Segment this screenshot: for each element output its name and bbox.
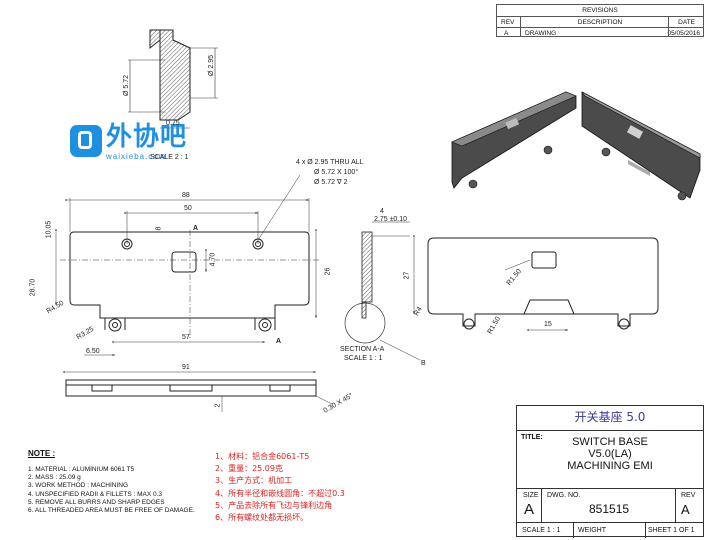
dim-hole-spacing: 50 xyxy=(184,205,192,212)
dim-height-26: 26 xyxy=(324,267,332,276)
dim-tab-offset: 6.50 xyxy=(86,348,100,355)
note-cn-item: 2、重量：25.09克 xyxy=(215,464,283,474)
dim-section-height: Ø 5.72 xyxy=(123,74,131,97)
date-header: DATE xyxy=(678,19,695,26)
dwg-value: 851515 xyxy=(589,502,630,516)
hole-callout-line3: Ø 5.72 ∇ 2 xyxy=(314,179,348,186)
note-cn-item: 5、产品去除所有飞边与锋利边角 xyxy=(215,500,333,510)
watermark-url: waixieba.com xyxy=(106,152,167,161)
title-line: SWITCH BASE xyxy=(572,436,648,448)
revisions-table: REVISIONS REV DESCRIPTION DATE A DRAWING… xyxy=(496,4,704,37)
dim-bottom-width: 91 xyxy=(182,364,190,371)
title-block: 开关基座 5.0 TITLE: SWITCH BASE V5.0(LA) MAC… xyxy=(516,405,704,538)
dim-sub-thickness: 2.75 ±0.10 xyxy=(374,216,408,223)
section-detail-view xyxy=(128,29,218,129)
note-cn-item: 6、所有螺纹处都无损坏。 xyxy=(215,513,309,523)
revisions-header-row: REV DESCRIPTION DATE xyxy=(497,16,703,28)
front-view xyxy=(69,231,310,332)
section-marker-top: A xyxy=(193,225,199,232)
dwg-label: DWG. NO. xyxy=(547,492,581,499)
section-a-a-scale: SCALE 1 : 1 xyxy=(344,355,383,362)
watermark-logo-icon xyxy=(70,125,102,157)
right-view xyxy=(427,237,659,330)
size-label: SIZE xyxy=(523,492,539,499)
notes-title: NOTE : xyxy=(28,449,56,458)
dim-bottom-step: 2 xyxy=(214,403,222,408)
section-detail-scale: SCALE 2 : 1 xyxy=(150,154,189,161)
sheet-label: SHEET 1 OF 1 xyxy=(648,527,695,534)
revision-date: 05/05/2016 xyxy=(667,30,700,37)
dim-edge-offset: 10.05 xyxy=(45,220,53,239)
size-value: A xyxy=(524,501,535,518)
rev-header: REV xyxy=(501,19,515,26)
dim-thickness: 4 xyxy=(380,208,384,215)
isometric-view-back xyxy=(451,91,577,189)
note-item: 3. WORK METHOD : MACHINING xyxy=(28,482,129,490)
note-item: 6. ALL THREADED AREA MUST BE FREE OF DAM… xyxy=(28,507,195,515)
title-label: TITLE: xyxy=(521,434,543,441)
title-cn: 开关基座 5.0 xyxy=(574,410,646,424)
dim-right-height: 27 xyxy=(403,271,411,280)
section-marker-bottom: A xyxy=(276,338,282,345)
scale-label: SCALE 1 : 1 xyxy=(522,527,561,534)
title-line: MACHINING EMI xyxy=(567,460,653,472)
weight-label: WEIGHT xyxy=(578,527,606,534)
note-item: 5. REMOVE ALL BURRS AND SHARP EDGES xyxy=(28,498,165,506)
dim-slot-height: 4.70 xyxy=(209,252,217,267)
note-cn-item: 3、生产方式：机加工 xyxy=(215,476,293,486)
note-cn-item: 1、材料：铝合金6061-T5 xyxy=(215,452,310,461)
dim-section-depth: Ø 2.95 xyxy=(208,54,216,77)
hole-callout-line1: 4 x Ø 2.95 THRU ALL xyxy=(296,159,364,166)
dim-slot-offset: 8 xyxy=(155,226,163,231)
description-header: DESCRIPTION xyxy=(577,19,623,26)
notes-english: NOTE : 1. MATERIAL : ALUMINIUM 6061 T5 2… xyxy=(28,450,195,515)
section-a-a-label: SECTION A-A xyxy=(340,346,385,353)
title-line: V5.0(LA) xyxy=(588,448,632,460)
revision-rev: A xyxy=(504,30,509,37)
notes-chinese: 1、材料：铝合金6061-T5 2、重量：25.09克 3、生产方式：机加工 4… xyxy=(215,451,345,524)
isometric-view-front xyxy=(581,91,701,201)
note-item: 1. MATERIAL : ALUMINIUM 6061 T5 xyxy=(28,466,135,473)
rev-label: REV xyxy=(681,492,696,499)
dim-overall-height: 28.70 xyxy=(29,278,37,297)
rev-value: A xyxy=(681,502,690,517)
dim-section-width: 0.75 xyxy=(166,120,180,127)
revision-description: DRAWING xyxy=(525,30,557,37)
note-item: 2. MASS : 25.09 g xyxy=(28,474,81,482)
watermark-name: 外协吧 xyxy=(106,122,188,152)
hole-callout-line2: Ø 5.72 X 100° xyxy=(314,169,359,176)
section-a-a-view xyxy=(344,221,421,361)
note-item: 4. UNSPECIFIED RADII & FILLETS : MAX 0.3 xyxy=(28,490,163,498)
dim-right-slot-width: 15 xyxy=(544,321,552,328)
note-cn-item: 4、所有半径和嵌线圆角：不超过0.3 xyxy=(215,488,345,498)
detail-marker-b: B xyxy=(421,360,426,367)
revision-row: A DRAWING 05/05/2016 xyxy=(497,27,703,39)
bottom-view xyxy=(65,379,317,397)
revisions-title: REVISIONS xyxy=(582,7,618,14)
dim-overall-width: 88 xyxy=(182,192,190,199)
dim-tab-spacing: 57 xyxy=(182,334,190,341)
